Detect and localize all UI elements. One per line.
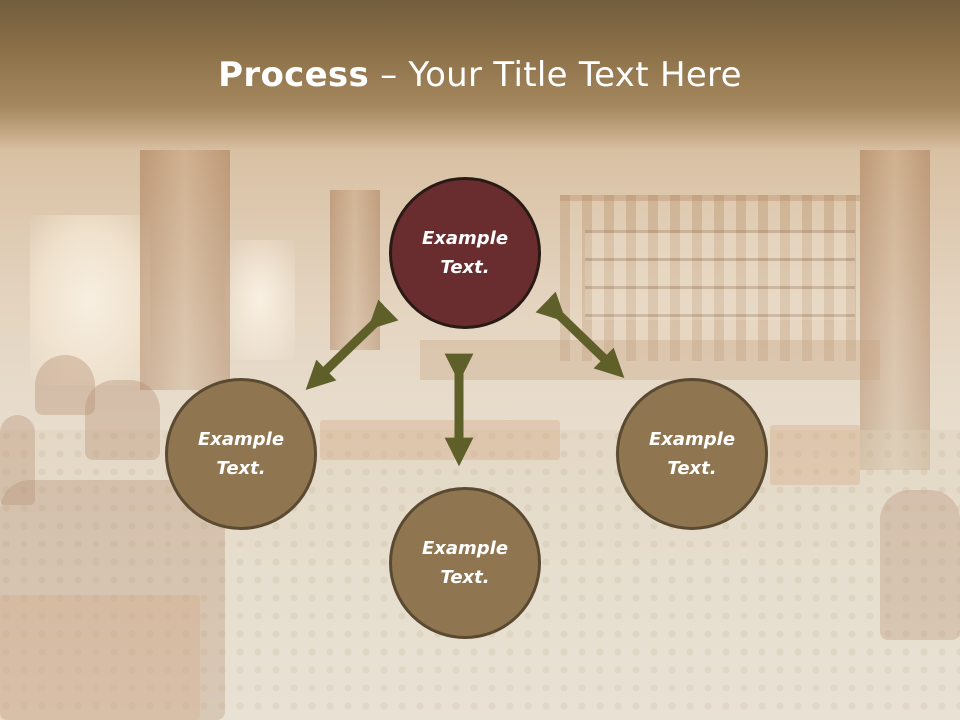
background-table: [770, 425, 860, 485]
background-chair: [0, 480, 225, 720]
background-chair: [880, 490, 960, 640]
background-table: [320, 420, 560, 460]
background-chair: [85, 380, 160, 460]
process-node-left-label: Example Text.: [197, 429, 285, 479]
process-node-left[interactable]: Example Text.: [165, 378, 317, 530]
slide-title-rest: – Your Title Text Here: [369, 55, 742, 95]
process-node-right-label: Example Text.: [648, 429, 736, 479]
slide-title-bold: Process: [218, 55, 370, 95]
background-pillar: [140, 150, 230, 390]
background-table: [0, 595, 200, 720]
background-pillar: [860, 150, 930, 470]
background-window: [30, 215, 150, 385]
background-chair: [0, 415, 35, 505]
background-window: [225, 240, 295, 360]
background-chair: [35, 355, 95, 415]
process-node-right[interactable]: Example Text.: [616, 378, 768, 530]
process-node-top-label: Example Text.: [421, 228, 509, 278]
background-counter: [420, 340, 880, 380]
process-node-top[interactable]: Example Text.: [389, 177, 541, 329]
title-band: [0, 0, 960, 150]
process-node-bottom[interactable]: Example Text.: [389, 487, 541, 639]
process-node-bottom-label: Example Text.: [421, 538, 509, 588]
slide-title: Process – Your Title Text Here: [0, 52, 960, 98]
background-shelves: [585, 230, 855, 320]
